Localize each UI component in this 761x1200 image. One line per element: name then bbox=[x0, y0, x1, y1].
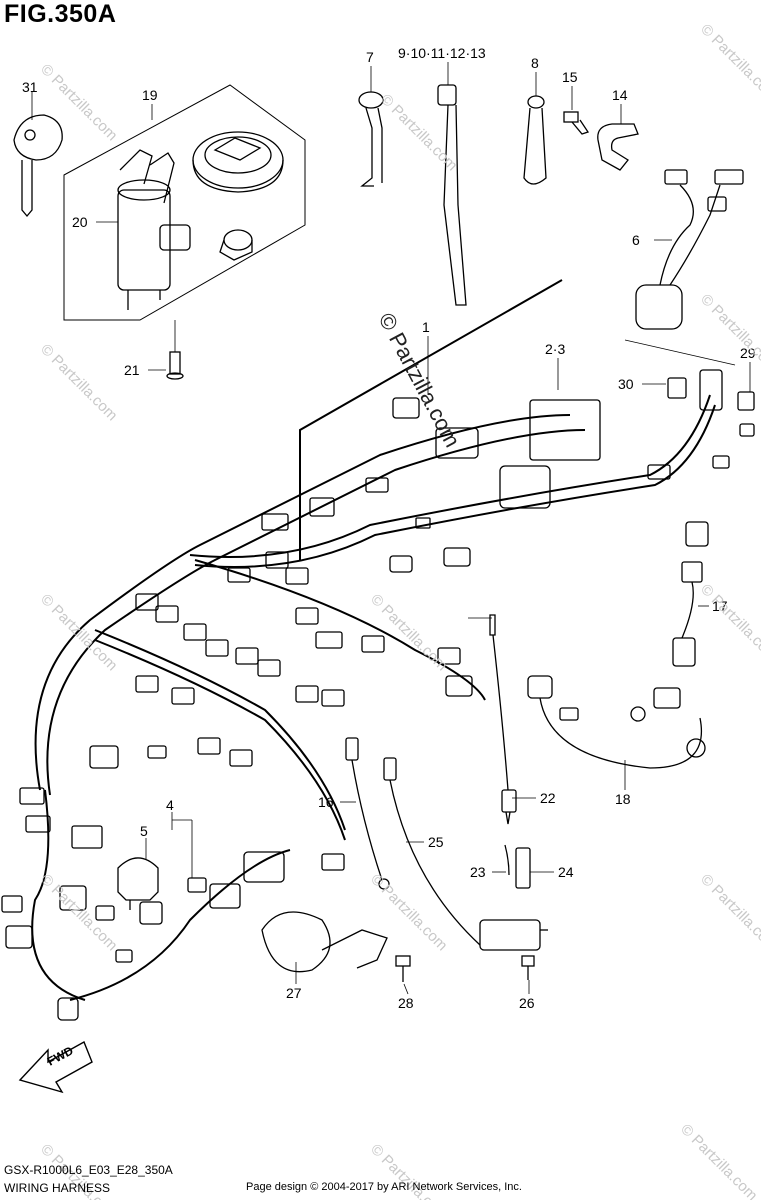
fuel-cap-lock bbox=[192, 131, 284, 193]
leads-16-25 bbox=[345, 737, 548, 951]
callout-4: 4 bbox=[166, 797, 174, 813]
watermark-14: © Partzilla.com bbox=[677, 1121, 760, 1200]
figure-name: WIRING HARNESS bbox=[4, 1181, 111, 1195]
callout-26: 26 bbox=[519, 995, 535, 1011]
sub-harness-part-18 bbox=[527, 675, 706, 769]
seat-lock-cylinder bbox=[219, 229, 253, 261]
main-harness-part-1 bbox=[31, 279, 716, 1001]
callout-14: 14 bbox=[612, 87, 628, 103]
callout-20: 20 bbox=[72, 214, 88, 230]
screw-part-28 bbox=[395, 955, 411, 982]
watermark-7: © Partzilla.com bbox=[367, 591, 450, 674]
watermark-4: © Partzilla.com bbox=[37, 341, 120, 424]
figure-code: GSX-R1000L6_E03_E28_350A bbox=[4, 1163, 173, 1177]
watermark-1: © Partzilla.com bbox=[37, 61, 120, 144]
fwd-label: FWD bbox=[45, 1043, 76, 1068]
callout-2-3: 2·3 bbox=[545, 341, 565, 357]
watermark-5: © Partzilla.com bbox=[697, 291, 761, 374]
callout-5: 5 bbox=[140, 823, 148, 839]
watermark-3: © Partzilla.com bbox=[697, 21, 761, 104]
cover-part-27 bbox=[261, 911, 388, 973]
clamp-part-8 bbox=[523, 95, 547, 185]
cap-part-5 bbox=[117, 857, 159, 910]
watermark-9: © Partzilla.com bbox=[37, 871, 120, 954]
bracket-part-7 bbox=[358, 91, 384, 187]
callout-21: 21 bbox=[124, 362, 140, 378]
parts-23-24 bbox=[504, 844, 531, 889]
callout-25: 25 bbox=[428, 834, 444, 850]
watermark-6: © Partzilla.com bbox=[37, 591, 120, 674]
cable-tie-part-9-13 bbox=[437, 84, 467, 306]
bolt-part-26 bbox=[521, 955, 535, 980]
screw-part-21 bbox=[166, 320, 184, 380]
callout-31: 31 bbox=[22, 79, 38, 95]
front-harness-part-4 bbox=[1, 851, 345, 1021]
callout-19: 19 bbox=[142, 87, 158, 103]
key-part-31 bbox=[13, 114, 63, 218]
ignition-kit-frame bbox=[63, 84, 306, 321]
callout-29: 29 bbox=[740, 345, 756, 361]
callout-18: 18 bbox=[615, 791, 631, 807]
clamp-part-14 bbox=[597, 123, 639, 171]
callout-24: 24 bbox=[558, 864, 574, 880]
harness-connectors bbox=[19, 369, 755, 849]
watermark-11: © Partzilla.com bbox=[697, 871, 761, 954]
callout-16: 16 bbox=[318, 794, 334, 810]
callout-30: 30 bbox=[618, 376, 634, 392]
watermark-10: © Partzilla.com bbox=[367, 871, 450, 954]
callout-23: 23 bbox=[470, 864, 486, 880]
callout-leaders bbox=[31, 62, 751, 995]
callout-8: 8 bbox=[531, 55, 539, 71]
callout-27: 27 bbox=[286, 985, 302, 1001]
callout-labels: 31 19 20 21 7 9·10·11·12·13 8 15 14 6 1 … bbox=[22, 45, 756, 1011]
sub-harness-part-17 bbox=[672, 561, 703, 667]
callout-1: 1 bbox=[422, 319, 430, 335]
fwd-arrow bbox=[18, 1041, 93, 1094]
ignition-switch-part-20 bbox=[117, 149, 191, 310]
bolt-part-15 bbox=[563, 111, 590, 135]
watermark-8: © Partzilla.com bbox=[697, 581, 761, 664]
callout-7: 7 bbox=[366, 49, 374, 65]
callout-28: 28 bbox=[398, 995, 414, 1011]
callout-6: 6 bbox=[632, 232, 640, 248]
callout-9-13: 9·10·11·12·13 bbox=[398, 45, 486, 61]
sensor-part-22 bbox=[489, 614, 517, 825]
copyright-notice: Page design © 2004-2017 by ARI Network S… bbox=[246, 1181, 522, 1193]
callout-22: 22 bbox=[540, 790, 556, 806]
callout-15: 15 bbox=[562, 69, 578, 85]
sub-harness-part-6 bbox=[635, 169, 744, 330]
figure-title: FIG.350A bbox=[4, 0, 117, 28]
watermark-2: © Partzilla.com bbox=[377, 91, 460, 174]
callout-17: 17 bbox=[712, 598, 728, 614]
